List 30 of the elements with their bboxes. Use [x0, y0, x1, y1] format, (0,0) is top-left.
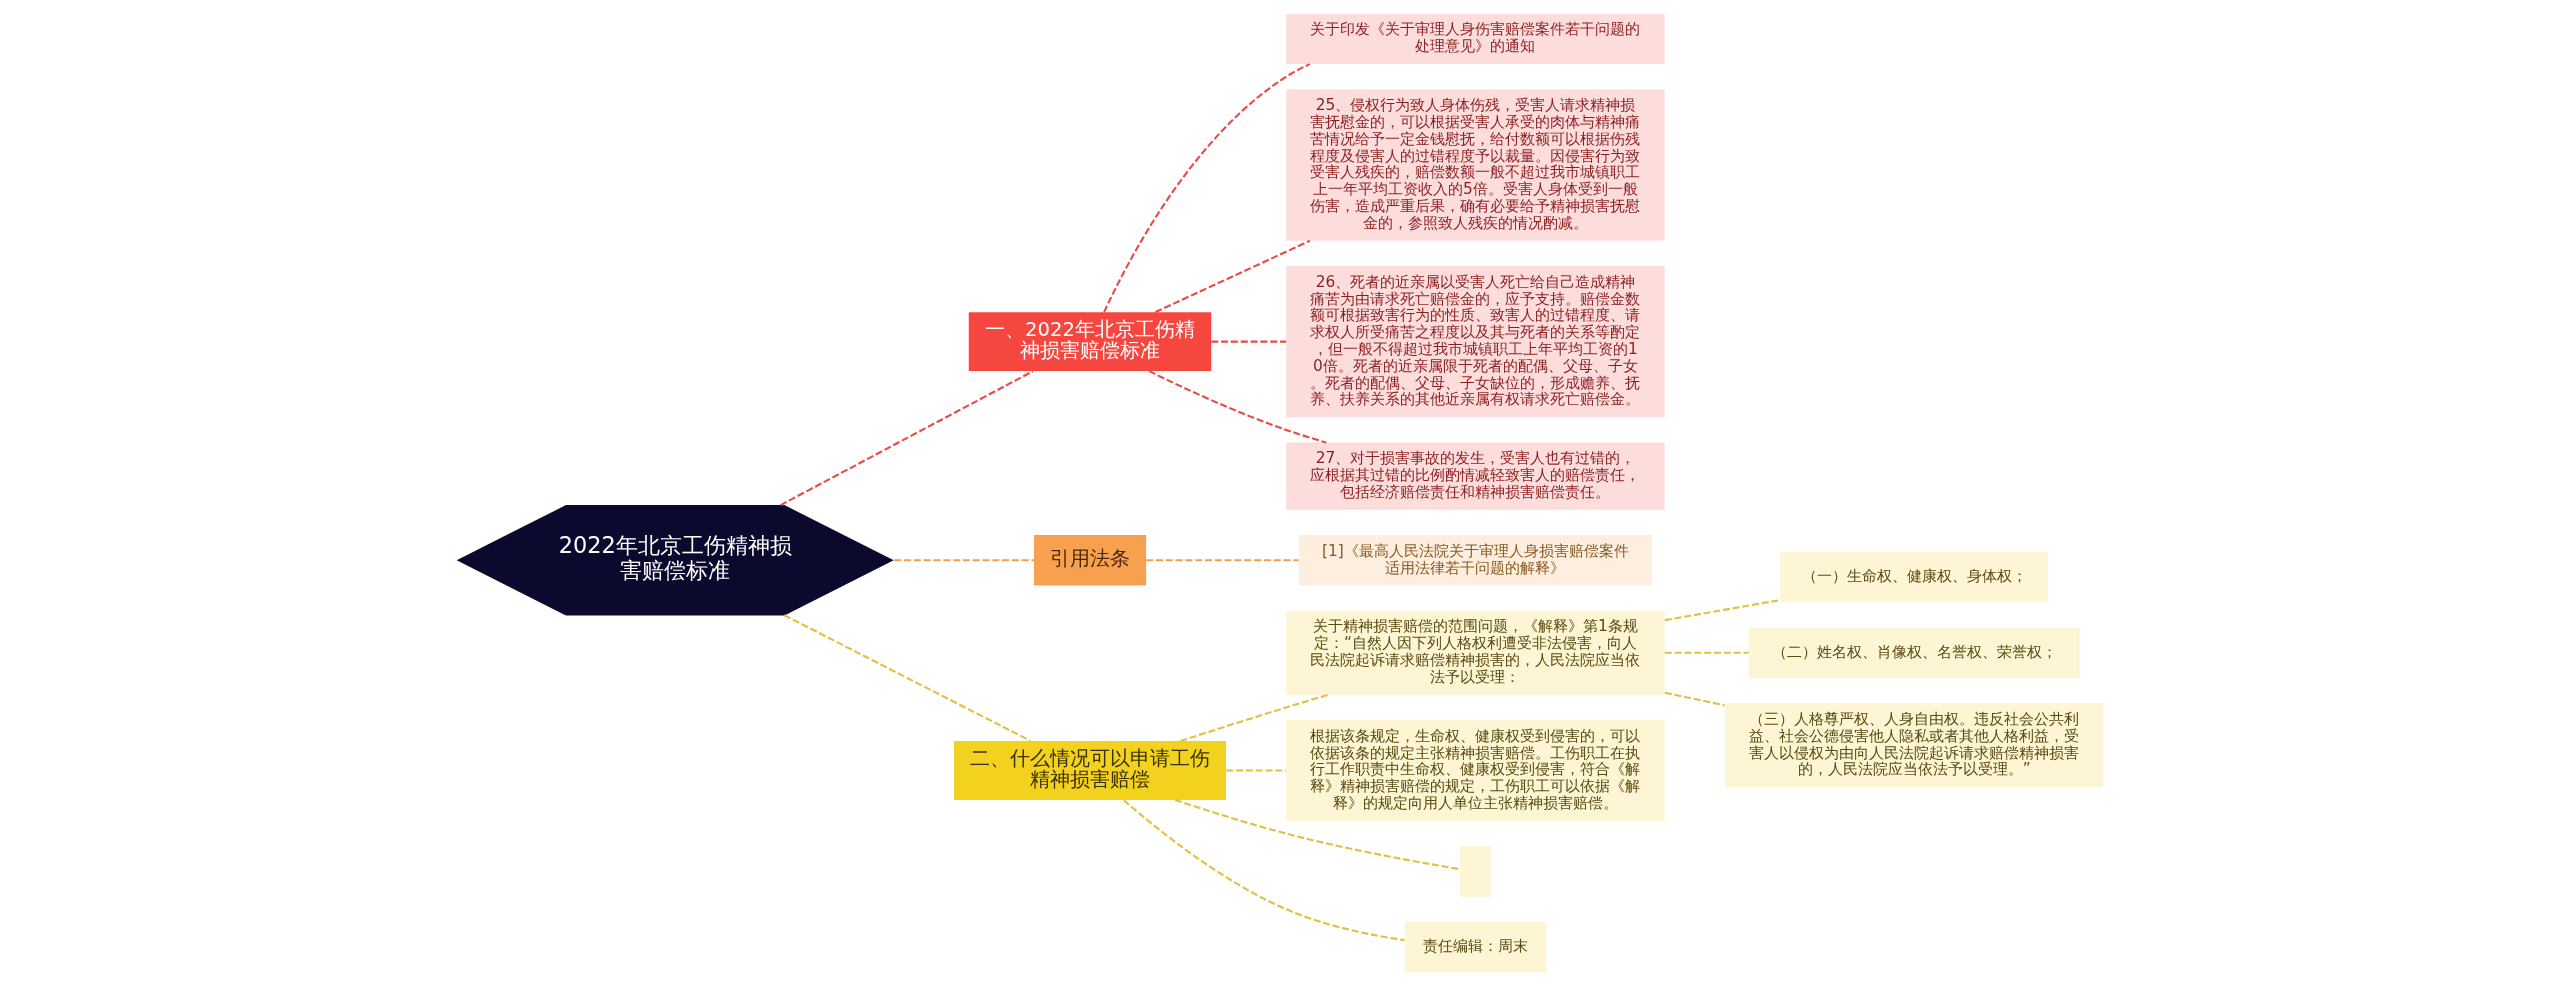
node-box: 27、对于损害事故的发生，受害人也有过错的，应根据其过错的比例酌情减轻致害人的赔偿责任，包括经济赔偿责任和精神损害赔偿责任。: [1286, 442, 1665, 510]
connector: [1155, 239, 1311, 313]
connector: [783, 614, 1031, 742]
connector: [1123, 799, 1405, 942]
connector: [1664, 691, 1725, 707]
connector: [1664, 651, 1749, 654]
node-box: 根据该条规定，生命权、健康权受到侵害的，可以依据该条的规定主张精神损害赔偿。工伤职工在执行工作职责中生命权、健康权受到侵害，符合《解释》精神损害赔偿的规定，工伤职工可以依据《解释》的规定向用人单位主张精神损害赔偿。: [1286, 720, 1665, 821]
connector: [1226, 769, 1287, 772]
connector: [1180, 693, 1329, 743]
node-box: 26、死者的近亲属以受害人死亡给自己造成精神痛苦为由请求死亡赔偿金的，应予支持。赔偿金数额可根据致害行为的性质、致害人的过错程度、请求权人所受痛苦之程度以及其与死者的关系等酌定，但一般不得超过我市城镇职工上年平均工资的10倍。死者的近亲属限于死者的配偶、父母、子女。死者的配偶、父母、子女缺位的，形成赡养、抚养、扶养关系的其他近亲属有权请求死亡赔偿金。: [1286, 265, 1665, 418]
node-box: 25、侵权行为致人身体伤残，受害人请求精神损害抚慰金的，可以根据受害人承受的肉体与精神痛苦情况给予一定金钱慰抚，给付数额可以根据伤残程度及侵害人的过错程度予以裁量。因侵害行为致受害人残疾的，赔偿数额一般不超过我市城镇职工上一年平均工资收入的5倍。受害人身体受到一般伤害，造成严重后果，确有必要给予精神损害抚慰金的，参照致人残疾的情况酌减。: [1286, 89, 1665, 241]
node-box: （三）人格尊严权、人身自由权。违反社会公共利益、社会公德侵害他人隐私或者其他人格利益，受害人以侵权为由向人民法院起诉请求赔偿精神损害的，人民法院应当依法予以受理。”: [1724, 703, 2104, 788]
node-box: 二、什么情况可以申请工伤精神损害赔偿: [954, 741, 1226, 800]
connector: [1211, 340, 1287, 343]
node-box: 关于印发《关于审理人身伤害赔偿案件若干问题的处理意见》的通知: [1286, 13, 1665, 65]
node-box: （二）姓名权、肖像权、名誉权、荣誉权；: [1748, 627, 2080, 678]
connector: [1103, 63, 1311, 313]
node-box: 责任编辑：周末: [1404, 921, 1547, 973]
connector: [780, 370, 1034, 507]
connector: [1146, 559, 1299, 562]
node-box: 一、2022年北京工伤精神损害赔偿标准: [968, 312, 1212, 372]
connector: [1148, 370, 1327, 444]
connector: [1174, 798, 1460, 871]
node-box: （一）生命权、健康权、身体权；: [1780, 551, 2049, 603]
connector: [894, 559, 1034, 562]
node-box: [1]《最高人民法院关于审理人身损害赔偿案件适用法律若干问题的解释》: [1298, 535, 1653, 586]
connector: [1664, 599, 1781, 622]
node-box: 引用法条: [1033, 535, 1147, 586]
node-box: [1460, 846, 1491, 897]
node-box: 关于精神损害赔偿的范围问题，《解释》第1条规定：“自然人因下列人格权利遭受非法侵害，向人民法院起诉请求赔偿精神损害的，人民法院应当依法予以受理：: [1286, 610, 1665, 695]
